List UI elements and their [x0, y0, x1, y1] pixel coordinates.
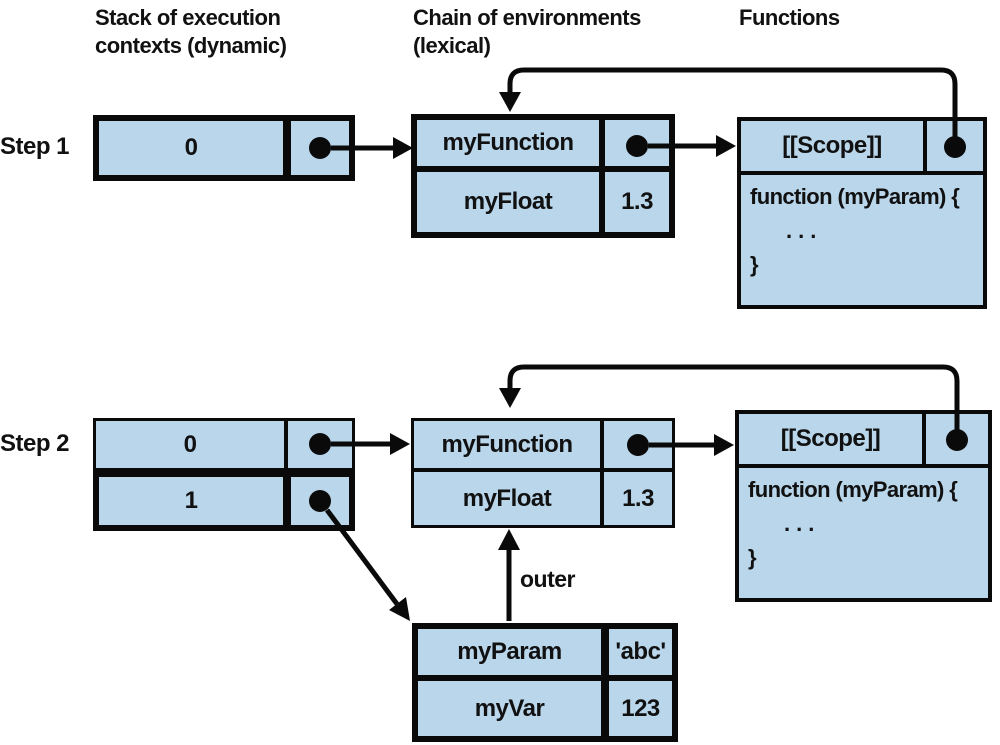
step1-function-body-ellipsis: ... [786, 218, 823, 243]
step2-env-name-cell: myFunction [414, 421, 604, 468]
step1-function-body-line3: } [750, 252, 759, 277]
step1-scope-cell: [[Scope]] [741, 121, 927, 171]
step2-newenv-name-cell: myVar [418, 681, 609, 736]
step2-newenv-value-cell: 123 [609, 681, 672, 736]
step2-function-body: function (myParam) { ... } [739, 468, 988, 598]
step2-function-scope-row: [[Scope]] [739, 414, 988, 468]
step1-stack-index-cell: 0 [99, 121, 291, 175]
step2-stack-row-1: 1 [99, 477, 349, 525]
step2-env-name-myfunction: myFunction [441, 430, 574, 458]
step2-scope-label: [[Scope]] [780, 425, 881, 452]
step1-env-name-myfloat: myFloat [463, 188, 553, 215]
step2-env-row-myfunction: myFunction [414, 421, 672, 472]
step1-stack-row-0: 0 [99, 121, 349, 175]
step1-env-name-cell: myFunction [417, 120, 605, 166]
header-stack-of-execution-contexts: Stack of execution contexts (dynamic) [95, 5, 287, 58]
step1-stack-pointer-cell [291, 121, 349, 175]
step2-scope-pointer-cell [926, 414, 988, 464]
step1-env-value-myfloat: 1.3 [621, 188, 653, 215]
step2-newenv-name-myvar: myVar [474, 694, 545, 722]
step2-function-body-ellipsis: ... [784, 511, 821, 536]
step2-function-body-line3: } [748, 545, 757, 570]
step1-label: Step 1 [0, 133, 70, 160]
step2-stack-index-1: 1 [184, 487, 198, 514]
step2-function-body-line1: function (myParam) { [748, 477, 958, 502]
step2-env-pointer-cell [604, 421, 672, 468]
step2-newenv-value-myparam: 'abc' [615, 638, 666, 665]
step2-env-name-myfloat: myFloat [462, 484, 552, 512]
step2-stack-row-1-box: 1 [93, 471, 355, 531]
step2-label: Step 2 [0, 430, 70, 457]
step2-env-value-myfloat: 1.3 [622, 484, 654, 512]
step1-env-name-myfunction: myFunction [442, 129, 575, 156]
step2-arrow-outer-to-env [498, 529, 520, 621]
step2-stack-row-0: 0 [96, 421, 352, 468]
step1-env-row-myfloat: myFloat 1.3 [417, 172, 669, 232]
step2-stack-row-0-box: 0 [93, 418, 355, 471]
step2-scope-cell: [[Scope]] [739, 414, 926, 464]
step2-newenv-name-myparam: myParam [457, 638, 562, 665]
step2-newenv-value-cell: 'abc' [609, 629, 672, 675]
step1-scope-pointer-cell [927, 121, 983, 171]
step1-env-value-cell: 1.3 [605, 172, 669, 232]
step2-env-value-cell: 1.3 [604, 472, 672, 525]
step2-stack-index-cell: 1 [99, 477, 291, 525]
outer-arrow-label: outer [520, 566, 576, 592]
step1-function-body: function (myParam) { ... } [741, 175, 983, 305]
step2-stack-index-cell: 0 [96, 421, 288, 468]
step2-env-name-cell: myFloat [414, 472, 604, 525]
step1-stack-box: 0 [93, 115, 355, 181]
step2-stack-pointer-cell-0 [288, 421, 352, 468]
step2-environment-box: myFunction myFloat 1.3 [411, 418, 675, 528]
header-chain-of-environments: Chain of environments (lexical) [413, 5, 641, 58]
step1-function-box: [[Scope]] function (myParam) { ... } [737, 117, 987, 309]
step1-function-body-line1: function (myParam) { [750, 184, 960, 209]
step2-stack-pointer-cell-1 [291, 477, 349, 525]
header-functions: Functions [739, 5, 840, 30]
step2-env-row-myfloat: myFloat 1.3 [414, 472, 672, 525]
step2-stack-index-0: 0 [183, 430, 197, 458]
step2-newenv-value-myvar: 123 [621, 694, 660, 722]
step2-function-box: [[Scope]] function (myParam) { ... } [735, 410, 992, 602]
step2-new-environment-box: myParam 'abc' myVar 123 [412, 623, 678, 742]
step2-newenv-name-cell: myParam [418, 629, 609, 675]
step2-newenv-row-myparam: myParam 'abc' [418, 629, 672, 681]
step1-stack-index: 0 [184, 134, 198, 161]
step1-environment-box: myFunction myFloat 1.3 [411, 114, 675, 238]
step1-env-name-cell: myFloat [417, 172, 605, 232]
step1-env-pointer-cell [605, 120, 669, 166]
step1-function-scope-row: [[Scope]] [741, 121, 983, 175]
step1-scope-label: [[Scope]] [782, 132, 882, 159]
step2-newenv-row-myvar: myVar 123 [418, 681, 672, 736]
step1-env-row-myfunction: myFunction [417, 120, 669, 172]
